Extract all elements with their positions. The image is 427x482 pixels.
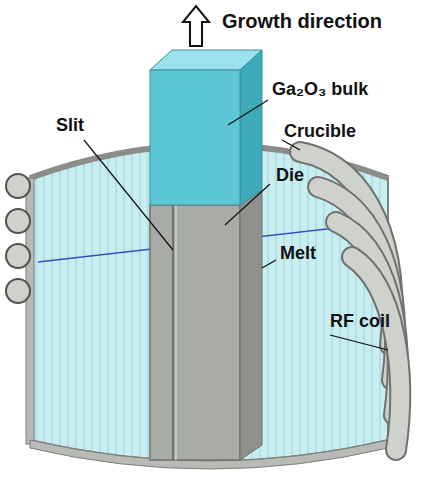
slit bbox=[176, 205, 177, 460]
part-label: RF coil bbox=[330, 312, 390, 332]
slit bbox=[172, 205, 174, 460]
rf-coil bbox=[300, 152, 400, 450]
coil-section bbox=[6, 174, 30, 303]
growth-direction-label: Growth direction bbox=[222, 10, 382, 32]
die bbox=[150, 205, 240, 460]
part-label: Crucible bbox=[284, 122, 356, 142]
part-label: Ga₂O₃ bulk bbox=[272, 80, 368, 100]
part-label: Slit bbox=[56, 116, 84, 136]
bulk-side bbox=[240, 50, 262, 205]
part-label: Die bbox=[276, 166, 304, 186]
bulk-front bbox=[150, 70, 240, 205]
die-side bbox=[240, 190, 262, 460]
growth-arrow bbox=[183, 6, 209, 46]
part-label: Melt bbox=[280, 244, 316, 264]
